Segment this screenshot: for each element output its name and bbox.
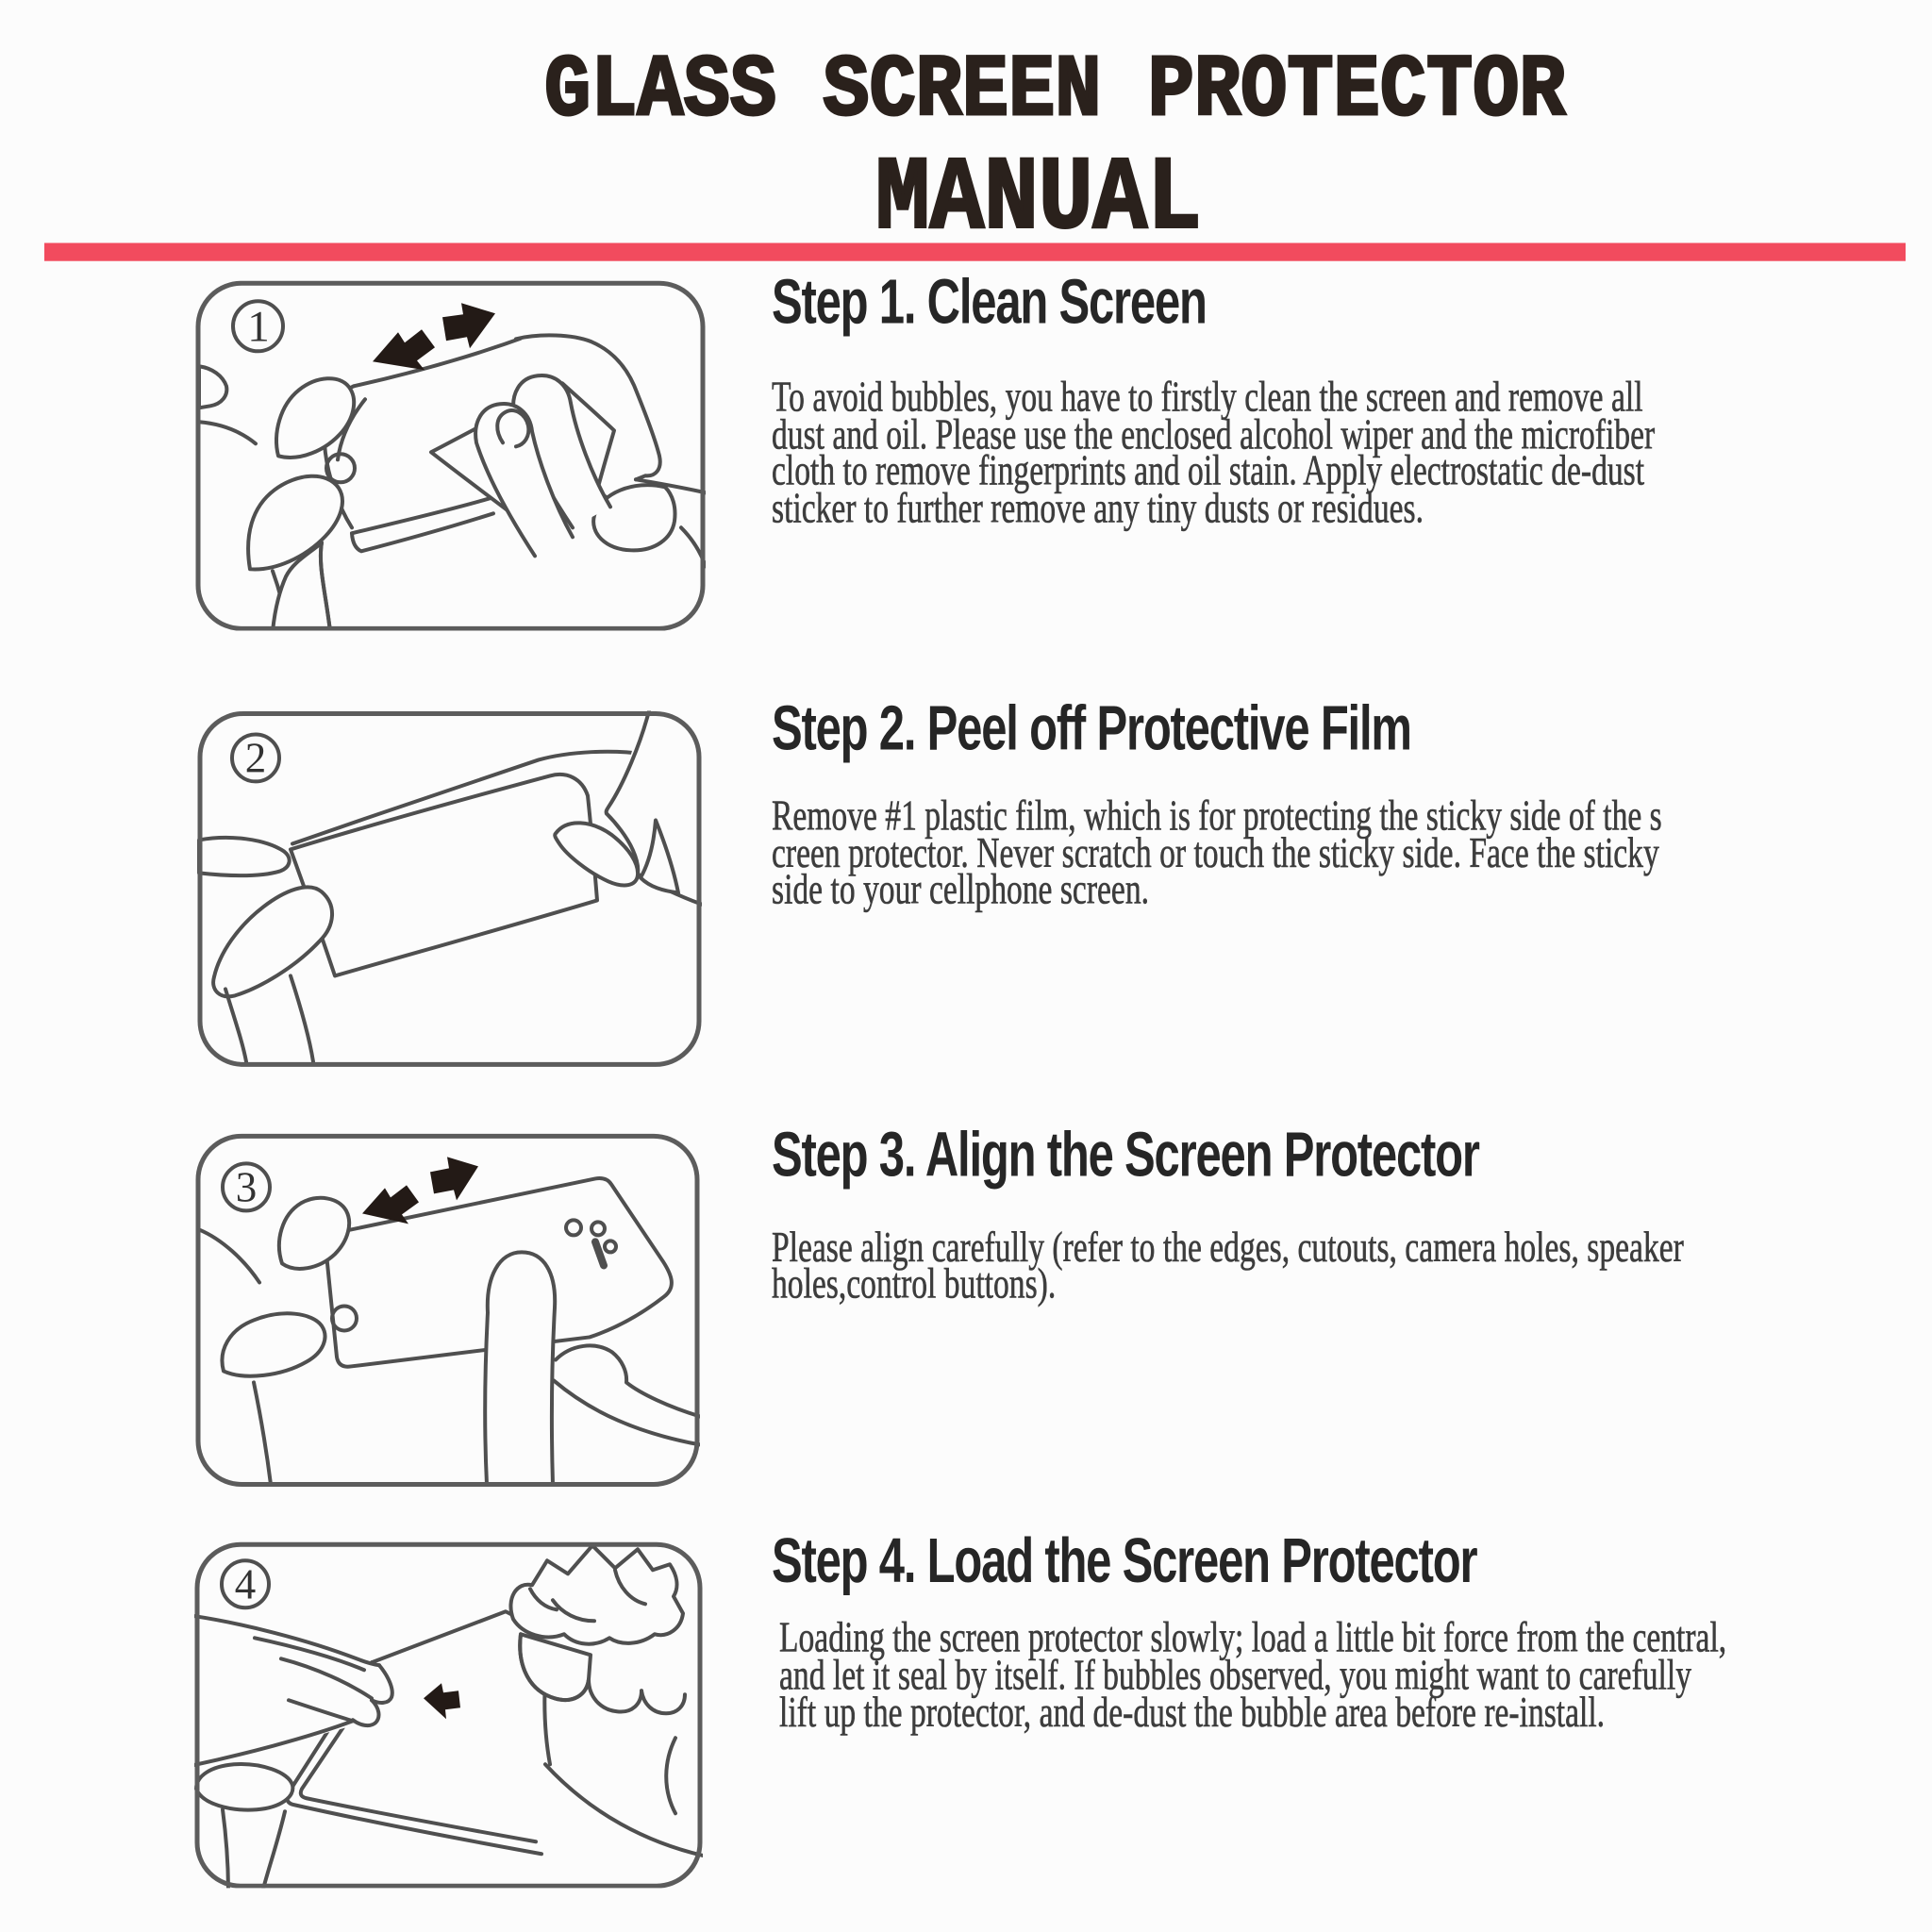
svg-text:1: 1: [247, 302, 269, 351]
svg-text:3: 3: [236, 1164, 257, 1211]
svg-text:2: 2: [245, 734, 267, 781]
svg-text:4: 4: [235, 1560, 257, 1607]
